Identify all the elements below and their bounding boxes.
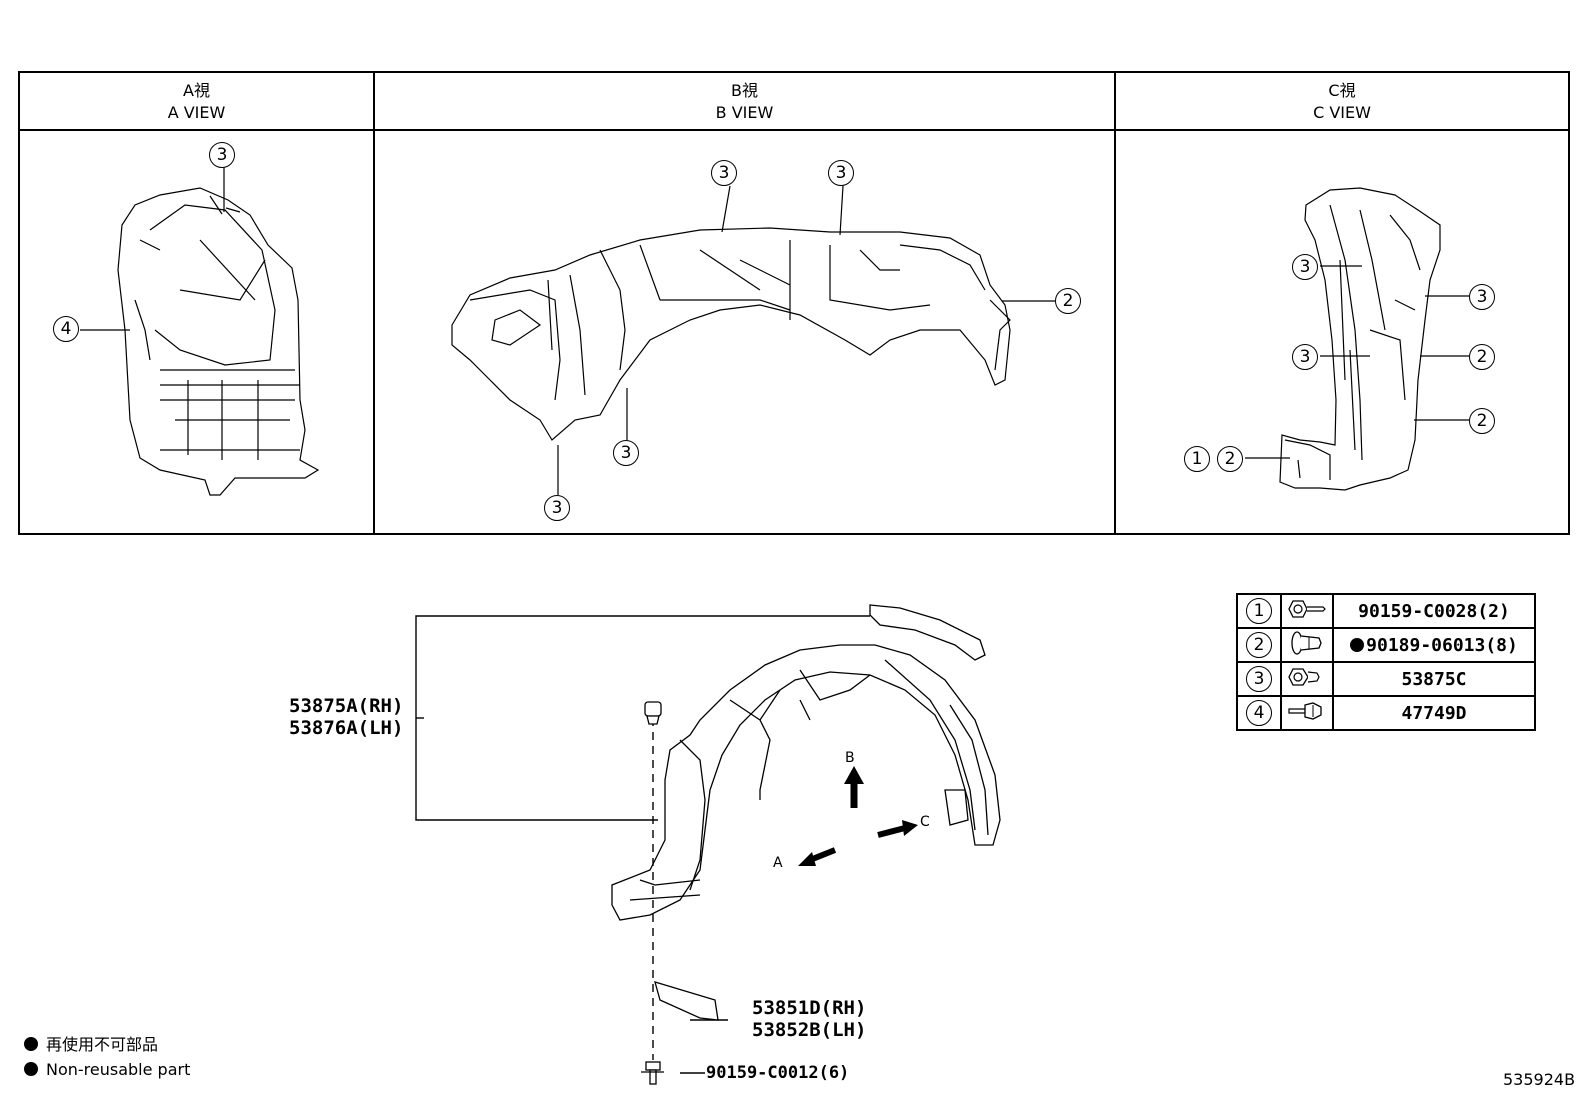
document-id: 535924B	[1503, 1070, 1576, 1089]
callout-3-c-3: 3	[1469, 284, 1495, 310]
view-callout-leaders	[80, 168, 1469, 495]
view-a-en: A VIEW	[167, 103, 226, 122]
table-part-2: 90189-06013(8)	[1366, 634, 1518, 656]
legend-jp-text: 再使用不可部品	[46, 1035, 159, 1054]
callout-3-b-1: 3	[711, 160, 737, 186]
callout-2-c-3: 2	[1217, 446, 1243, 472]
label-liner-rh: 53875A(RH)	[289, 695, 404, 717]
screw-icon	[1288, 600, 1326, 618]
callout-3-b-3: 3	[613, 440, 639, 466]
clip-glyph-top	[644, 701, 662, 725]
view-header-b: B視 B VIEW	[374, 80, 1115, 124]
direction-arrow-a	[798, 847, 837, 866]
table-index-4: 4	[1246, 700, 1272, 726]
arrow-label-c: C	[920, 814, 930, 830]
screw-glyph-bottom	[641, 1061, 664, 1085]
callout-3-b-2: 3	[828, 160, 854, 186]
clip-icon	[1291, 631, 1322, 655]
table-index-2: 2	[1246, 632, 1272, 658]
c-view-liner-drawing	[1279, 187, 1441, 491]
table-row: 3 53875C	[1236, 661, 1536, 697]
legend-dot-icon	[24, 1037, 38, 1051]
callout-2-b: 2	[1055, 288, 1081, 314]
callout-2-c-2: 2	[1469, 408, 1495, 434]
label-bracket-lh: 53852B(LH)	[752, 1019, 867, 1041]
non-reusable-dot	[1350, 637, 1365, 652]
callout-3-c-1: 3	[1292, 254, 1318, 280]
table-index-3: 3	[1246, 666, 1272, 692]
legend-en-text: Non-reusable part	[46, 1060, 191, 1079]
view-header-c: C視 C VIEW	[1115, 80, 1569, 124]
callout-1-c: 1	[1184, 446, 1210, 472]
table-part-3: 53875C	[1401, 668, 1467, 690]
view-header-a: A視 A VIEW	[19, 80, 374, 124]
callout-4-a-left: 4	[53, 316, 79, 342]
legend-jp: 再使用不可部品	[24, 1034, 158, 1056]
b-view-liner-drawing	[451, 227, 1011, 441]
fastener-parts-table: 1 90159-C0028(2) 2 90189-06013(8) 3	[1236, 593, 1536, 731]
bracket-glyph	[654, 981, 719, 1021]
arrow-label-a: A	[773, 855, 783, 871]
bolt-icon	[1288, 702, 1322, 720]
table-index-1: 1	[1246, 598, 1272, 624]
table-row: 1 90159-C0028(2)	[1236, 593, 1536, 629]
callout-3-b-4: 3	[544, 495, 570, 521]
callout-2-c-1: 2	[1469, 344, 1495, 370]
direction-arrow-c	[877, 820, 918, 838]
view-c-jp: C視	[1328, 81, 1356, 100]
table-row: 2 90189-06013(8)	[1236, 627, 1536, 663]
label-screw: 90159-C0012(6)	[706, 1063, 850, 1083]
label-bracket-rh: 53851D(RH)	[752, 997, 867, 1019]
view-c-en: C VIEW	[1313, 103, 1371, 122]
view-table-frame	[18, 71, 1570, 535]
legend-en: Non-reusable part	[24, 1059, 190, 1081]
table-part-1: 90159-C0028(2)	[1358, 600, 1510, 622]
leader-lines	[415, 615, 870, 1074]
callout-3-c-2: 3	[1292, 344, 1318, 370]
table-part-4: 47749D	[1401, 702, 1467, 724]
view-b-jp: B視	[731, 81, 758, 100]
legend-dot-icon	[24, 1062, 38, 1076]
fender-liner-drawing	[611, 604, 1001, 921]
view-a-jp: A視	[183, 81, 210, 100]
callout-3-a-top: 3	[209, 142, 235, 168]
view-b-en: B VIEW	[715, 103, 774, 122]
direction-arrow-b	[844, 766, 864, 808]
nut-icon	[1288, 668, 1320, 686]
a-view-liner-drawing	[117, 187, 320, 496]
table-row: 4 47749D	[1236, 695, 1536, 731]
label-liner-lh: 53876A(LH)	[289, 717, 404, 739]
arrow-label-b: B	[845, 750, 855, 766]
